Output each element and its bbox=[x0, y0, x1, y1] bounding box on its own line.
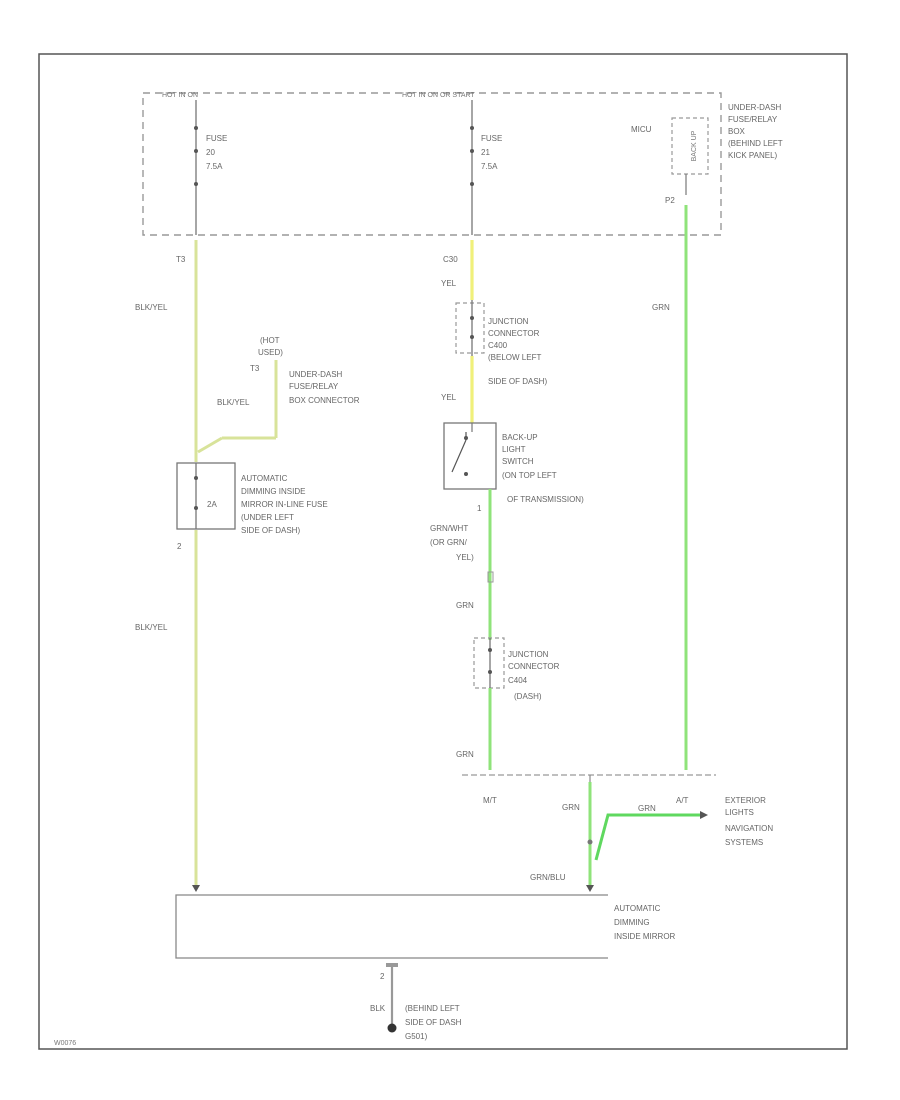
svg-text:NAVIGATION: NAVIGATION bbox=[725, 824, 773, 833]
backup-light-switch bbox=[443, 422, 497, 490]
wire-label-grn-right: GRN bbox=[652, 303, 670, 312]
svg-text:C400: C400 bbox=[488, 341, 508, 350]
svg-text:EXTERIOR: EXTERIOR bbox=[725, 796, 766, 805]
left-circuit: T3 BLK/YEL (HOT USED) T3 UNDER-DASH FUSE… bbox=[135, 240, 360, 888]
svg-text:OF TRANSMISSION): OF TRANSMISSION) bbox=[507, 495, 584, 504]
svg-text:(UNDER LEFT: (UNDER LEFT bbox=[241, 513, 294, 522]
relay-label: BACK UP bbox=[691, 130, 698, 161]
svg-text:KICK PANEL): KICK PANEL) bbox=[728, 151, 778, 160]
fuse-21-rating: 7.5A bbox=[481, 162, 498, 171]
fuse-20-rating: 7.5A bbox=[206, 162, 223, 171]
svg-text:JUNCTION: JUNCTION bbox=[508, 650, 549, 659]
svg-text:C404: C404 bbox=[508, 676, 528, 685]
svg-text:AUTOMATIC: AUTOMATIC bbox=[614, 904, 661, 913]
svg-text:FUSE/RELAY: FUSE/RELAY bbox=[289, 382, 339, 391]
connector-pin: T3 bbox=[250, 364, 260, 373]
svg-text:BOX: BOX bbox=[728, 127, 746, 136]
micu-relay: BACK UP MICU P2 bbox=[631, 117, 709, 205]
svg-text:FUSE/RELAY: FUSE/RELAY bbox=[728, 115, 778, 124]
wire-label-grn-4: GRN bbox=[456, 601, 474, 610]
diagram-id: W0076 bbox=[54, 1040, 76, 1047]
wire-label-grn-left: GRN bbox=[562, 803, 580, 812]
fuse-21-number: 21 bbox=[481, 148, 490, 157]
svg-text:BACK-UP: BACK-UP bbox=[502, 433, 538, 442]
wire-label-blk-yel-top: BLK/YEL bbox=[135, 303, 168, 312]
fuse-21-name: FUSE bbox=[481, 134, 502, 143]
wire-label-yel-1: YEL bbox=[441, 279, 457, 288]
svg-text:GRN/WHT: GRN/WHT bbox=[430, 524, 468, 533]
svg-text:SYSTEMS: SYSTEMS bbox=[725, 838, 763, 847]
diagram-border bbox=[38, 53, 848, 1050]
left-pin-top: T3 bbox=[176, 255, 186, 264]
svg-text:DIMMING: DIMMING bbox=[614, 918, 650, 927]
switch-pin: 1 bbox=[477, 504, 482, 513]
svg-text:SIDE OF DASH: SIDE OF DASH bbox=[405, 1018, 462, 1027]
svg-text:SIDE OF DASH): SIDE OF DASH) bbox=[241, 526, 300, 535]
svg-text:INSIDE MIRROR: INSIDE MIRROR bbox=[614, 932, 676, 941]
inline-fuse bbox=[176, 462, 236, 530]
fuse-20-name: FUSE bbox=[206, 134, 227, 143]
at-label: A/T bbox=[676, 796, 689, 805]
svg-text:(BELOW LEFT: (BELOW LEFT bbox=[488, 353, 541, 362]
relay-pin: P2 bbox=[665, 196, 675, 205]
junction-c404 bbox=[473, 637, 505, 689]
svg-text:CONNECTOR: CONNECTOR bbox=[488, 329, 540, 338]
svg-text:YEL): YEL) bbox=[456, 553, 474, 562]
wire-label-grn-right-splice: GRN bbox=[638, 804, 656, 813]
mt-label: M/T bbox=[483, 796, 497, 805]
wire-label-grn-blu: GRN/BLU bbox=[530, 873, 566, 882]
hot-label-1: (HOT bbox=[260, 336, 280, 345]
svg-text:LIGHTS: LIGHTS bbox=[725, 808, 754, 817]
auto-dimming-mirror: AUTOMATIC DIMMING INSIDE MIRROR bbox=[175, 885, 676, 959]
svg-text:(DASH): (DASH) bbox=[514, 692, 542, 701]
svg-text:DIMMING INSIDE: DIMMING INSIDE bbox=[241, 487, 305, 496]
inline-fuse-rating: 2A bbox=[207, 500, 217, 509]
ground-pin: 2 bbox=[380, 972, 385, 981]
wire-grn-to-exterior bbox=[594, 813, 700, 861]
svg-text:SWITCH: SWITCH bbox=[502, 457, 534, 466]
left-hot-header: HOT IN ON bbox=[162, 92, 198, 99]
svg-text:LIGHT: LIGHT bbox=[502, 445, 526, 454]
middle-hot-header: HOT IN ON OR START bbox=[402, 92, 475, 99]
svg-text:(BEHIND LEFT: (BEHIND LEFT bbox=[405, 1004, 460, 1013]
svg-text:(BEHIND LEFT: (BEHIND LEFT bbox=[728, 139, 783, 148]
middle-pin-top: C30 bbox=[443, 255, 458, 264]
svg-text:UNDER-DASH: UNDER-DASH bbox=[728, 103, 782, 112]
ground-icon bbox=[387, 1023, 397, 1033]
svg-text:CONNECTOR: CONNECTOR bbox=[508, 662, 560, 671]
ground-wire-label: BLK bbox=[370, 1004, 386, 1013]
wire-label-grn-5: GRN bbox=[456, 750, 474, 759]
fuse-box-label: UNDER-DASH FUSE/RELAY BOX (BEHIND LEFT K… bbox=[728, 103, 783, 160]
svg-text:SIDE OF DASH): SIDE OF DASH) bbox=[488, 377, 547, 386]
svg-text:G501): G501) bbox=[405, 1032, 428, 1041]
transmission-splice: M/T A/T GRN GRN GRN/BLU EXTERIOR LIGHTS … bbox=[462, 774, 773, 885]
hot-label-2: USED) bbox=[258, 348, 283, 357]
wire-label-blk-yel-bottom: BLK/YEL bbox=[135, 623, 168, 632]
wire-label-blk-yel-mid: BLK/YEL bbox=[217, 398, 250, 407]
svg-text:BOX CONNECTOR: BOX CONNECTOR bbox=[289, 396, 360, 405]
inline-fuse-pin: 2 bbox=[177, 542, 182, 551]
fuse-relay-box-outline bbox=[142, 92, 722, 236]
svg-text:(OR GRN/: (OR GRN/ bbox=[430, 538, 468, 547]
svg-text:MIRROR IN-LINE FUSE: MIRROR IN-LINE FUSE bbox=[241, 500, 328, 509]
svg-text:AUTOMATIC: AUTOMATIC bbox=[241, 474, 288, 483]
relay-terminal-label: MICU bbox=[631, 125, 652, 134]
ground-g501: 2 BLK (BEHIND LEFT SIDE OF DASH G501) bbox=[370, 963, 462, 1041]
fuse-20-number: 20 bbox=[206, 148, 215, 157]
wire-label-yel-2: YEL bbox=[441, 393, 457, 402]
svg-text:(ON TOP LEFT: (ON TOP LEFT bbox=[502, 471, 557, 480]
middle-circuit: C30 YEL JUNCTION CONNECTOR C400 (BELOW L… bbox=[430, 240, 584, 770]
right-circuit: GRN bbox=[652, 205, 688, 770]
svg-text:UNDER-DASH: UNDER-DASH bbox=[289, 370, 343, 379]
svg-text:JUNCTION: JUNCTION bbox=[488, 317, 529, 326]
fuse-20: FUSE 20 7.5A bbox=[194, 100, 227, 235]
junction-c400 bbox=[455, 302, 485, 354]
fuse-21: FUSE 21 7.5A bbox=[470, 100, 502, 235]
